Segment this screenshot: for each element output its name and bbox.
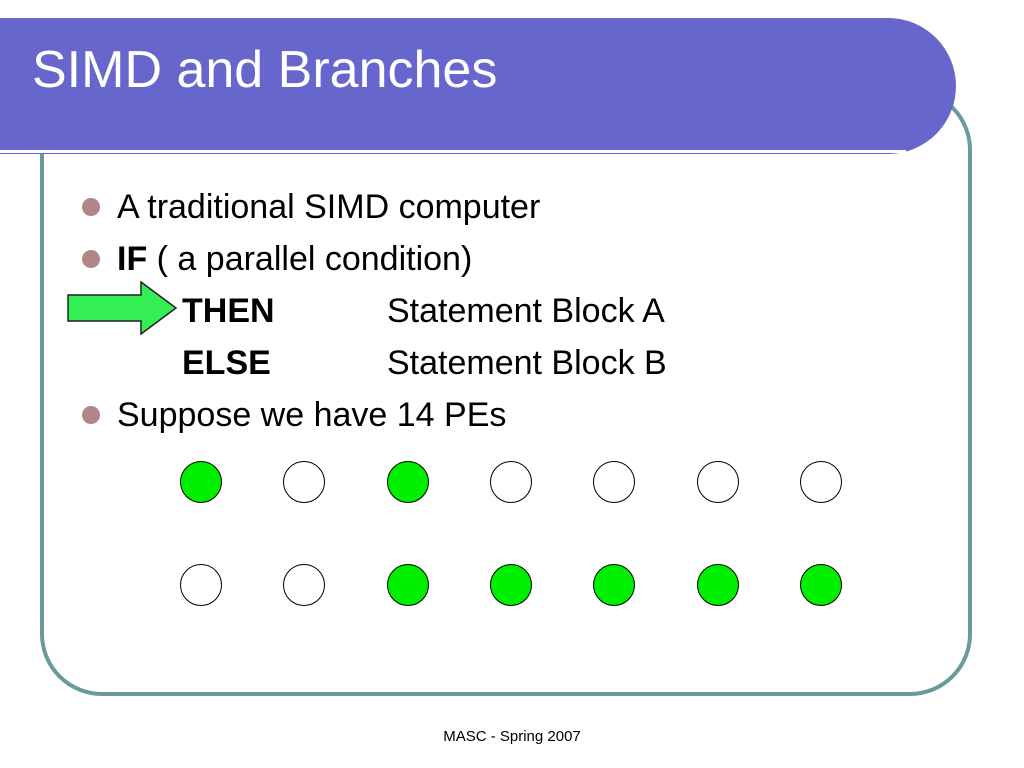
if-condition: ( a parallel condition)	[147, 240, 473, 278]
bullet-item: Suppose we have 14 PEs	[117, 396, 507, 434]
pe-circle	[800, 564, 842, 606]
pe-circle	[387, 461, 429, 503]
else-statement: Statement Block B	[387, 344, 667, 382]
then-keyword: THEN	[182, 292, 275, 330]
title-underline	[0, 150, 906, 153]
bullet-item: A traditional SIMD computer	[117, 188, 541, 226]
pe-circle	[490, 461, 532, 503]
pe-circle	[180, 564, 222, 606]
pe-circle	[490, 564, 532, 606]
pe-circle	[593, 461, 635, 503]
pe-circle	[387, 564, 429, 606]
then-statement: Statement Block A	[387, 292, 665, 330]
right-arrow-icon	[67, 280, 178, 336]
pe-circle	[800, 461, 842, 503]
pe-circle	[180, 461, 222, 503]
bullet-dot-icon	[82, 406, 100, 424]
bullet-item: IF ( a parallel condition)	[117, 242, 472, 276]
bullet-dot-icon	[82, 250, 100, 268]
title-bar	[0, 18, 956, 154]
pe-circle	[697, 564, 739, 606]
pe-circle	[283, 564, 325, 606]
if-keyword: IF	[117, 240, 148, 278]
pe-circle	[697, 461, 739, 503]
slide-footer: MASC - Spring 2007	[443, 728, 581, 745]
else-keyword: ELSE	[182, 344, 271, 382]
slide-title: SIMD and Branches	[32, 41, 498, 99]
pe-circle	[283, 461, 325, 503]
bullet-dot-icon	[82, 198, 100, 216]
pe-circle	[593, 564, 635, 606]
